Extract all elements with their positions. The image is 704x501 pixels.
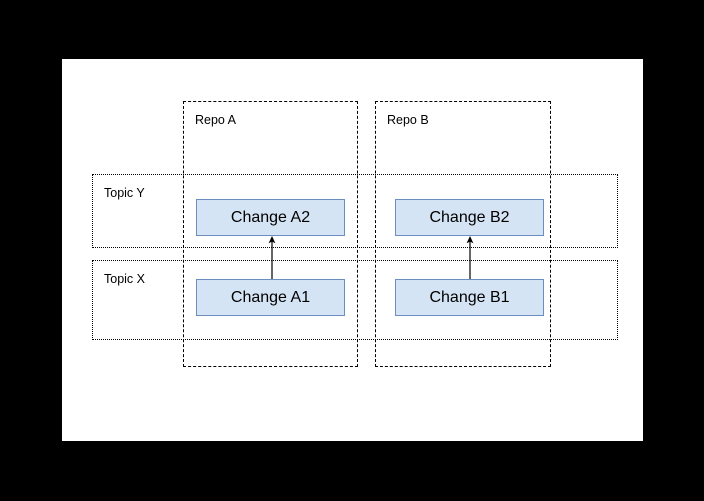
edge-change-b1-to-change-b2 <box>466 236 474 280</box>
repo-b-label: Repo B <box>387 113 429 127</box>
repo-group-a[interactable]: Repo A <box>183 101 358 367</box>
node-change-b1-label: Change B1 <box>429 288 510 306</box>
repo-a-label: Repo A <box>195 113 237 127</box>
diagram-canvas: Repo A Repo B Topic Y Topic X <box>62 59 643 441</box>
node-change-a1[interactable]: Change A1 <box>196 279 345 316</box>
topic-group-x[interactable]: Topic X <box>92 260 618 340</box>
node-change-a1-label: Change A1 <box>230 288 311 306</box>
topic-y-label: Topic Y <box>104 186 145 200</box>
topic-group-y[interactable]: Topic Y <box>92 174 618 248</box>
node-change-b2[interactable]: Change B2 <box>395 199 544 236</box>
node-change-b2-label: Change B2 <box>429 208 510 226</box>
topic-x-label: Topic X <box>104 272 145 286</box>
node-change-a2-label: Change A2 <box>230 208 311 226</box>
node-change-b1[interactable]: Change B1 <box>395 279 544 316</box>
node-change-a2[interactable]: Change A2 <box>196 199 345 236</box>
repo-group-b[interactable]: Repo B <box>375 101 551 367</box>
edge-change-a1-to-change-a2 <box>268 236 276 280</box>
